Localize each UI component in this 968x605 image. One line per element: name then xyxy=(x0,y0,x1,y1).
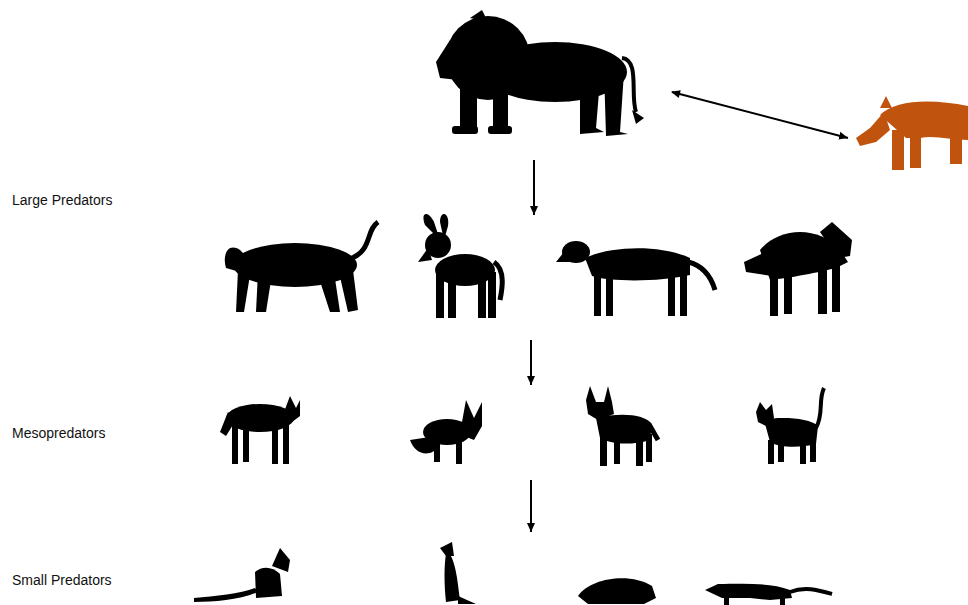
brown-hyena-silhouette xyxy=(744,222,852,316)
meerkat-silhouette xyxy=(440,542,476,604)
caracal-silhouette xyxy=(586,386,658,466)
lion-silhouette xyxy=(436,10,644,136)
honey-badger-silhouette xyxy=(578,578,656,604)
wildcat-silhouette xyxy=(756,388,824,464)
trophic-level-label: Small Predators xyxy=(12,572,112,589)
spotted-hyena-silhouette xyxy=(856,96,968,170)
wild-dog-silhouette xyxy=(418,214,502,318)
interaction-arrows xyxy=(531,92,848,532)
mongoose-silhouette xyxy=(705,584,832,605)
cheetah-silhouette xyxy=(556,241,715,316)
trophic-level-label: Large Predators xyxy=(12,192,112,209)
trophic-level-label: Mesopredators xyxy=(12,425,105,442)
leopard-silhouette xyxy=(225,222,378,312)
genet-silhouette xyxy=(194,548,290,602)
jackal-silhouette xyxy=(220,396,300,464)
fennec-fox-silhouette xyxy=(410,400,482,464)
